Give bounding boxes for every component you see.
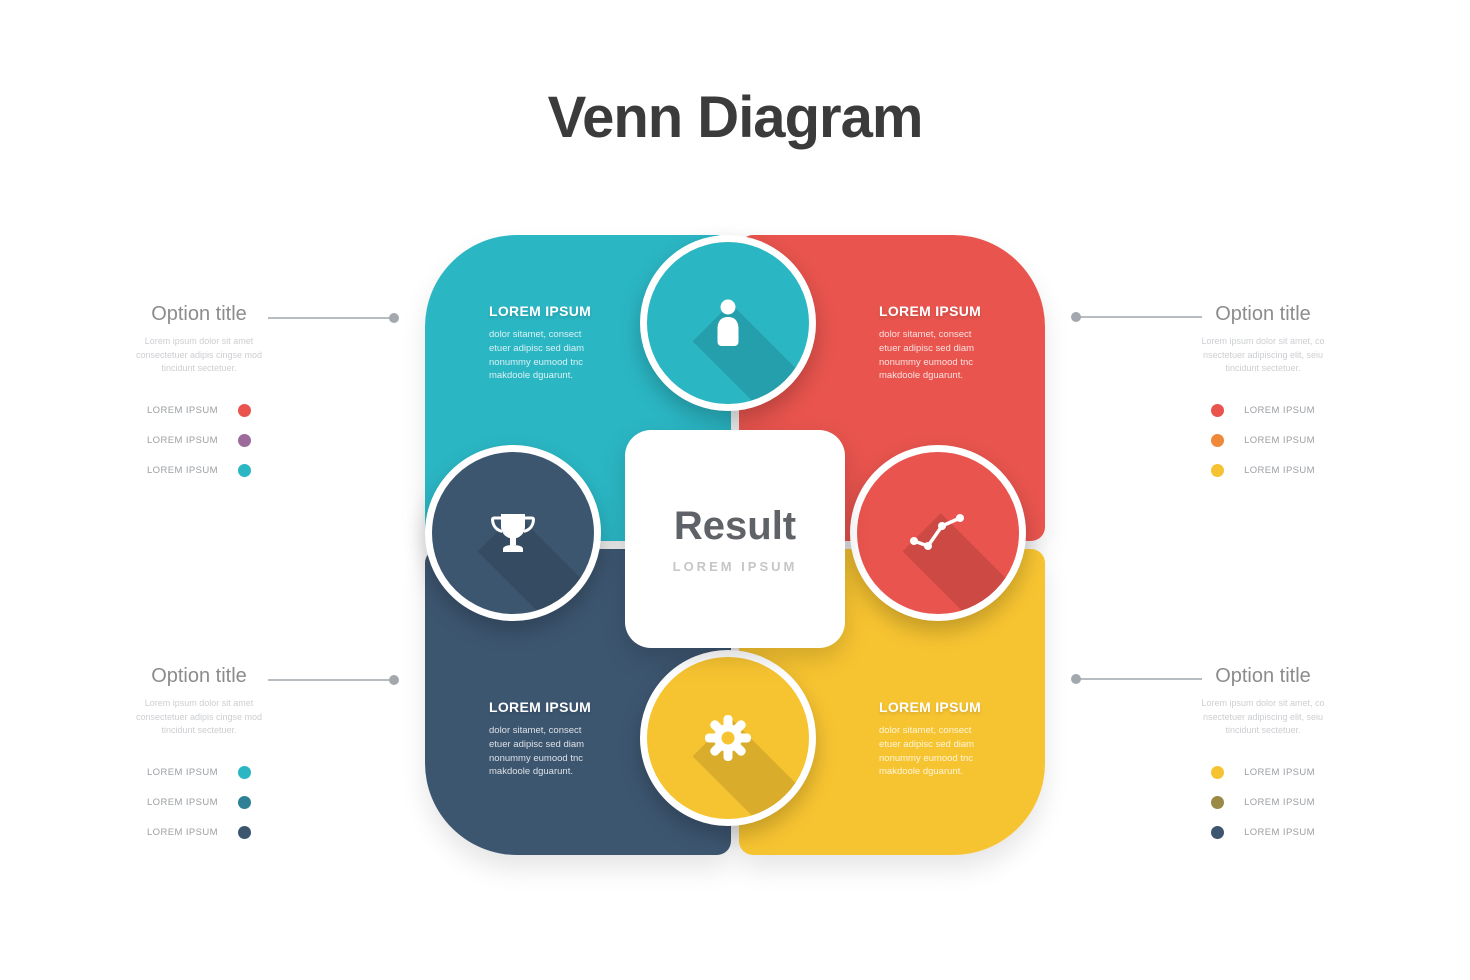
legend-color-dot (1211, 404, 1224, 417)
legend-label: LOREM IPSUM (1244, 465, 1315, 476)
option-block-bottom-right: Option title Lorem ipsum dolor sit amet,… (1178, 665, 1348, 848)
legend: LOREM IPSUM LOREM IPSUM LOREM IPSUM (147, 758, 251, 848)
quadrant-title: LOREM IPSUM (489, 699, 592, 715)
connector-bottom-left (268, 675, 399, 685)
result-subtitle: LOREM IPSUM (672, 559, 798, 574)
connector-top-left (268, 313, 399, 323)
legend-item: LOREM IPSUM (1211, 396, 1315, 426)
legend-color-dot (238, 404, 251, 417)
legend-color-dot (1211, 766, 1224, 779)
legend-label: LOREM IPSUM (147, 767, 218, 778)
quadrant-title: LOREM IPSUM (489, 303, 592, 319)
legend-color-dot (1211, 464, 1224, 477)
legend-color-dot (238, 464, 251, 477)
node-chart (850, 445, 1026, 621)
legend-label: LOREM IPSUM (147, 827, 218, 838)
option-title: Option title (151, 665, 247, 687)
legend-item: LOREM IPSUM (1211, 456, 1315, 486)
legend-color-dot (1211, 826, 1224, 839)
quadrant-body: dolor sitamet, consect etuer adipisc sed… (879, 329, 975, 382)
legend: LOREM IPSUM LOREM IPSUM LOREM IPSUM (147, 396, 251, 486)
legend-color-dot (238, 766, 251, 779)
option-block-bottom-left: Option title Lorem ipsum dolor sit amet … (114, 665, 284, 848)
option-description: Lorem ipsum dolor sit amet consectetuer … (135, 698, 263, 735)
legend-color-dot (238, 826, 251, 839)
legend-label: LOREM IPSUM (1244, 797, 1315, 808)
option-description: Lorem ipsum dolor sit amet, co nsectetue… (1201, 698, 1325, 735)
legend-color-dot (1211, 434, 1224, 447)
connector-end-dot (389, 675, 399, 685)
legend-label: LOREM IPSUM (1244, 405, 1315, 416)
legend-item: LOREM IPSUM (147, 426, 251, 456)
legend-color-dot (1211, 796, 1224, 809)
legend-item: LOREM IPSUM (1211, 788, 1315, 818)
quadrant-body: dolor sitamet, consect etuer adipisc sed… (489, 329, 585, 382)
gear-icon (705, 715, 751, 761)
quadrant-text: LOREM IPSUM dolor sitamet, consect etuer… (489, 303, 601, 383)
quadrant-text: LOREM IPSUM dolor sitamet, consect etuer… (879, 303, 991, 383)
quadrant-body: dolor sitamet, consect etuer adipisc sed… (489, 725, 585, 778)
legend-item: LOREM IPSUM (147, 818, 251, 848)
node-person (640, 235, 816, 411)
option-title: Option title (151, 303, 247, 325)
connector-end-dot (1071, 674, 1081, 684)
connector-end-dot (1071, 312, 1081, 322)
legend-color-dot (238, 434, 251, 447)
node-trophy (425, 445, 601, 621)
trophy-icon (490, 514, 536, 552)
option-description: Lorem ipsum dolor sit amet consectetuer … (135, 336, 263, 373)
legend-label: LOREM IPSUM (1244, 767, 1315, 778)
legend: LOREM IPSUM LOREM IPSUM LOREM IPSUM (1211, 758, 1315, 848)
connector-bottom-right (1071, 674, 1202, 684)
legend-label: LOREM IPSUM (1244, 827, 1315, 838)
legend-item: LOREM IPSUM (147, 758, 251, 788)
option-block-top-left: Option title Lorem ipsum dolor sit amet … (114, 303, 284, 486)
legend-item: LOREM IPSUM (147, 396, 251, 426)
result-card: Result LOREM IPSUM (625, 430, 845, 648)
legend-label: LOREM IPSUM (147, 465, 218, 476)
line-chart-icon (910, 514, 964, 550)
legend-item: LOREM IPSUM (1211, 818, 1315, 848)
option-description: Lorem ipsum dolor sit amet, co nsectetue… (1201, 336, 1325, 373)
quadrant-body: dolor sitamet, consect etuer adipisc sed… (879, 725, 975, 778)
legend-label: LOREM IPSUM (147, 405, 218, 416)
legend-item: LOREM IPSUM (1211, 426, 1315, 456)
option-title: Option title (1215, 665, 1311, 687)
result-title: Result (673, 504, 797, 548)
legend-item: LOREM IPSUM (1211, 758, 1315, 788)
quadrant-text: LOREM IPSUM dolor sitamet, consect etuer… (489, 699, 601, 779)
legend-label: LOREM IPSUM (147, 797, 218, 808)
legend: LOREM IPSUM LOREM IPSUM LOREM IPSUM (1211, 396, 1315, 486)
option-block-top-right: Option title Lorem ipsum dolor sit amet,… (1178, 303, 1348, 486)
connector-end-dot (389, 313, 399, 323)
node-gear (640, 650, 816, 826)
legend-item: LOREM IPSUM (147, 456, 251, 486)
page-title: Venn Diagram (547, 85, 924, 150)
option-title: Option title (1215, 303, 1311, 325)
quadrant-text: LOREM IPSUM dolor sitamet, consect etuer… (879, 699, 991, 779)
legend-label: LOREM IPSUM (147, 435, 218, 446)
quadrant-title: LOREM IPSUM (879, 303, 982, 319)
venn-diagram: LOREM IPSUM dolor sitamet, consect etuer… (425, 235, 1045, 855)
legend-label: LOREM IPSUM (1244, 435, 1315, 446)
legend-item: LOREM IPSUM (147, 788, 251, 818)
legend-color-dot (238, 796, 251, 809)
connector-top-right (1071, 312, 1202, 322)
person-icon (717, 299, 739, 346)
quadrant-title: LOREM IPSUM (879, 699, 982, 715)
